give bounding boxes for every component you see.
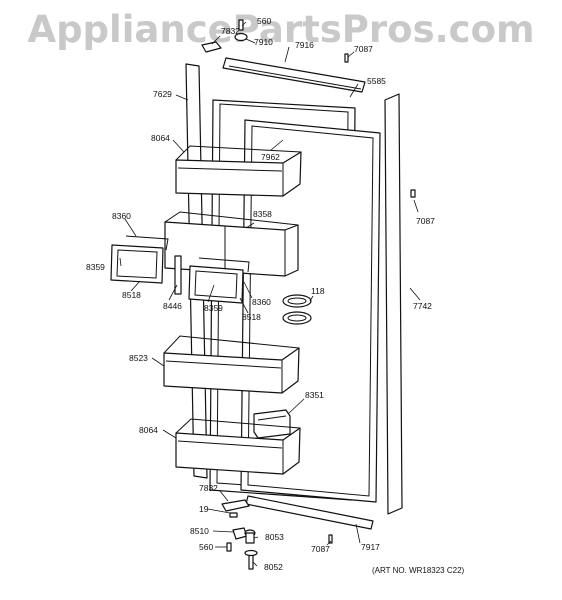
bottom-hinge-parts xyxy=(221,499,333,570)
callout-7832-bot: 7832 xyxy=(199,483,218,493)
leader-lines xyxy=(119,21,421,567)
callout-8053: 8053 xyxy=(265,532,284,542)
callout-8360-left: 8360 xyxy=(112,211,131,221)
watermark-logo: AppliancePartsPros.com xyxy=(27,8,535,51)
callout-7087-top: 7087 xyxy=(354,44,373,54)
dairy-door-left xyxy=(110,235,169,284)
dairy-door-mid xyxy=(188,257,250,304)
callout-7917: 7917 xyxy=(361,542,380,552)
callout-7910: 7910 xyxy=(254,37,273,47)
callout-7962: 7962 xyxy=(261,152,280,162)
callout-7087-right: 7087 xyxy=(416,216,435,226)
callout-560-top: 560 xyxy=(257,16,271,26)
callout-8359-left: 8359 xyxy=(86,262,105,272)
art-number: (ART NO. WR18323 C22) xyxy=(372,566,465,575)
callout-8359-mid: 8359 xyxy=(204,303,223,313)
callout-labels: 560 7832 7910 7916 7087 5585 7629 8064 7… xyxy=(86,16,435,572)
callout-8052: 8052 xyxy=(264,562,283,572)
callout-8446: 8446 xyxy=(163,301,182,311)
top-cap xyxy=(222,57,366,93)
door-bin-top xyxy=(175,145,302,197)
dairy-compartment xyxy=(164,211,299,277)
callout-19: 19 xyxy=(199,504,209,514)
callout-8064-top: 8064 xyxy=(151,133,170,143)
bottom-cap xyxy=(245,495,374,530)
callout-7916: 7916 xyxy=(295,40,314,50)
callout-118: 118 xyxy=(311,286,325,296)
top-hinge-parts xyxy=(201,19,248,53)
callout-5585: 5585 xyxy=(367,76,386,86)
callout-8351: 8351 xyxy=(305,390,324,400)
callout-8518-mid: 8518 xyxy=(242,312,261,322)
callout-8510: 8510 xyxy=(190,526,209,536)
dairy-hinge-pin xyxy=(174,255,182,295)
callout-7832-top: 7832 xyxy=(221,26,240,36)
callout-8360-mid: 8360 xyxy=(252,297,271,307)
door-bin-middle xyxy=(163,335,300,394)
callout-8064-bot: 8064 xyxy=(139,425,158,435)
callout-8523: 8523 xyxy=(129,353,148,363)
callout-8518-left: 8518 xyxy=(122,290,141,300)
screws xyxy=(344,53,416,198)
callout-7629: 7629 xyxy=(153,89,172,99)
callout-8358: 8358 xyxy=(253,209,272,219)
right-trim-strip xyxy=(384,93,403,515)
callout-7087-bot: 7087 xyxy=(311,544,330,554)
callout-560-bot: 560 xyxy=(199,542,213,552)
egg-inserts xyxy=(282,294,312,325)
door-bin-bottom xyxy=(175,418,301,475)
small-bin xyxy=(253,409,291,439)
callout-7742: 7742 xyxy=(413,301,432,311)
